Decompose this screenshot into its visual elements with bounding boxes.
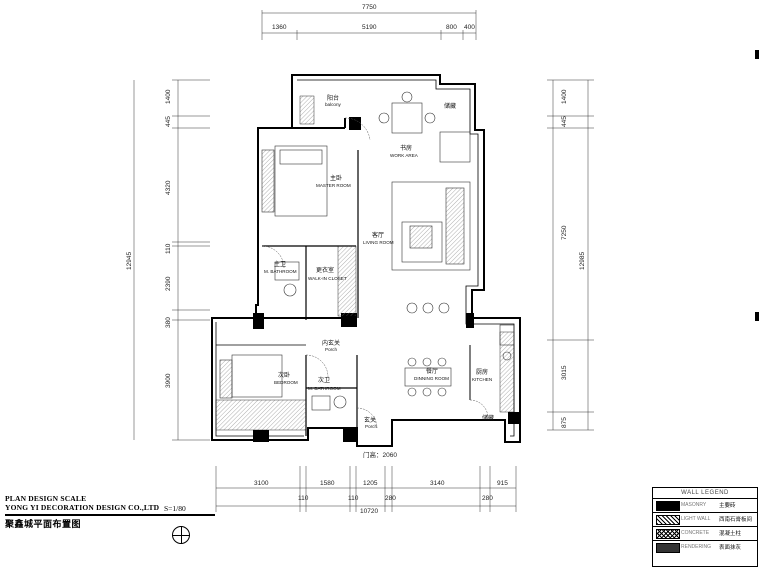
legend-row: MASONRY 主要砖 (653, 499, 757, 513)
label-porch-en: Porch (365, 424, 377, 429)
label-master-en: MASTER ROOM (316, 183, 351, 188)
dim-bottom-6: 110 (298, 495, 309, 502)
doors (261, 117, 489, 429)
legend-en: CONCRETE (681, 530, 710, 536)
dim-bottom-9: 280 (482, 495, 493, 502)
dim-left-6: 380 (165, 317, 172, 328)
dim-right-4: 875 (561, 417, 568, 428)
dim-left-4: 110 (165, 243, 172, 254)
plan-title-cn: 聚鑫城平面布置图 (5, 520, 82, 530)
concrete-columns (253, 117, 520, 442)
light-wall-swatch-icon (656, 515, 680, 525)
legend-en: RENDERING (681, 544, 712, 550)
right-dimension-lines (547, 79, 594, 431)
walls (211, 74, 521, 447)
dim-bottom-8: 280 (385, 495, 396, 502)
dim-top-3: 800 (446, 24, 457, 31)
concrete-swatch-icon (656, 529, 680, 539)
label-kitchen-cn: 厨房 (476, 368, 488, 376)
plan-title-line2: YONG YI DECORATION DESIGN CO.,LTD (5, 503, 160, 512)
legend-cn: 主要砖 (719, 503, 736, 509)
dim-left-3: 4320 (165, 180, 172, 195)
label-mbath-en: M. BATHROOM (264, 269, 297, 274)
label-bedroom-en: BEDROOM (274, 380, 298, 385)
wall-legend: WALL LEGEND MASONRY 主要砖 LIGHT WALL 西南石膏板… (652, 487, 758, 567)
dim-left-2: 445 (165, 116, 172, 127)
label-kitchen-en: KITCHEN (472, 377, 492, 382)
legend-cn: 西南石膏板间 (719, 517, 753, 523)
dim-right-1: 1400 (561, 89, 568, 104)
dim-right-upper: 7250 (561, 225, 568, 240)
title-underline (5, 514, 215, 516)
label-living-en: LIVING ROOM (363, 240, 394, 245)
label-bedroom-cn: 次卧 (278, 371, 290, 379)
label-master-cn: 主卧 (330, 174, 342, 182)
label-work-cn: 书房 (400, 144, 412, 152)
dim-bottom-2: 1580 (320, 480, 335, 487)
dim-bottom-7: 110 (348, 495, 359, 502)
label-living-cn: 客厅 (372, 231, 384, 239)
label-porch-inner-cn: 内玄关 (322, 339, 340, 347)
label-balcony-cn: 阳台 (327, 94, 339, 102)
dim-bottom-4: 3140 (430, 480, 445, 487)
light-walls (215, 95, 515, 431)
legend-row: LIGHT WALL 西南石膏板间 (653, 513, 757, 527)
dim-top-1: 1360 (272, 24, 287, 31)
rendering-swatch-icon (656, 543, 680, 553)
label-storage-top: 储藏 (444, 102, 456, 110)
top-dimension-lines (261, 10, 477, 40)
legend-row: CONCRETE 混凝土柱 (653, 527, 757, 541)
dim-top-4: 400 (464, 24, 475, 31)
plan-title-line1: PLAN DESIGN SCALE (5, 494, 87, 503)
label-balcony-en: balcony (325, 102, 342, 107)
north-arrow-icon (172, 526, 190, 544)
label-mbath-cn: 主卫 (274, 260, 286, 268)
dim-bottom-5: 915 (497, 480, 508, 487)
legend-title: WALL LEGEND (653, 488, 757, 499)
label-work-en: WORK AREA (390, 153, 419, 158)
plan-scale: S=1/80 (164, 504, 186, 513)
legend-en: MASONRY (681, 502, 707, 508)
dim-right-3: 3015 (561, 365, 568, 380)
edge-mark (755, 312, 759, 321)
dim-left-1: 1400 (165, 89, 172, 104)
label-walkin-cn: 更衣室 (316, 266, 334, 274)
legend-cn: 混凝土柱 (719, 531, 742, 537)
label-storage-bottom: 储藏 (482, 414, 494, 422)
bottom-dimension-lines (215, 466, 517, 512)
left-dimension-lines (133, 79, 210, 441)
label-porch-inner-en: Porch (325, 347, 337, 352)
edge-mark (755, 50, 759, 59)
dim-right-total: 12985 (579, 252, 586, 270)
dim-bottom-1: 3100 (254, 480, 269, 487)
label-porch-cn: 玄关 (364, 416, 376, 424)
dim-left-7: 3900 (165, 373, 172, 388)
room-labels: 阳台 balcony 书房 WORK AREA 主卧 MASTER ROOM 客… (264, 94, 494, 429)
dim-left-5: 2390 (165, 276, 172, 291)
furniture (219, 91, 515, 411)
dim-right-2: 445 (561, 116, 568, 127)
dim-bottom-3: 1205 (363, 480, 378, 487)
door-height: 门高：2060 (363, 450, 397, 459)
dim-top-2: 5190 (362, 24, 377, 31)
label-walkin-en: WALK-IN CLOSET (308, 276, 347, 281)
dim-top-total: 7750 (362, 4, 377, 11)
label-dining-en: DINNING ROOM (414, 376, 449, 381)
legend-cn: 表面抹灰 (719, 545, 742, 551)
dim-bottom-total: 10720 (360, 508, 378, 515)
label-dining-cn: 餐厅 (426, 367, 438, 375)
label-mbath2-cn: 次卫 (318, 376, 330, 384)
label-mbath2-en: M. BATHROOM (308, 386, 341, 391)
legend-en: LIGHT WALL (681, 516, 711, 522)
masonry-swatch-icon (656, 501, 680, 511)
dim-left-total: 12945 (126, 252, 133, 270)
legend-row: RENDERING 表面抹灰 (653, 541, 757, 554)
